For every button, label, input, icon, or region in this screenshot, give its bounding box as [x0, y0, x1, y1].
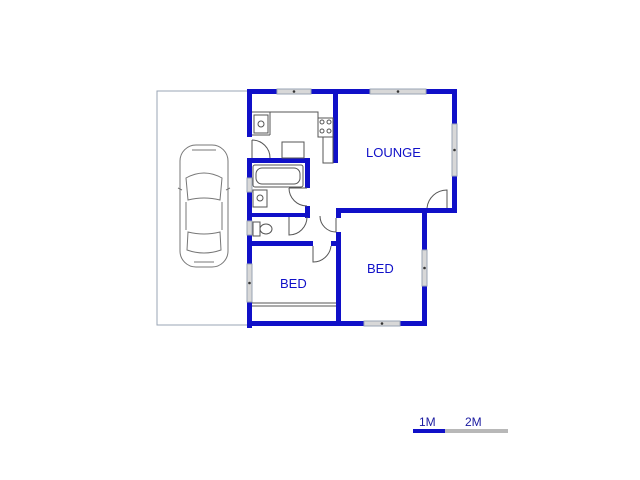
window-markers: [248, 90, 456, 325]
door-kitchen: [251, 139, 271, 159]
room-label-bed-left: BED: [280, 276, 307, 291]
walls: [247, 89, 457, 328]
room-label-lounge: LOUNGE: [366, 145, 421, 160]
bathroom-fittings: [252, 164, 304, 237]
wardrobe: [252, 302, 336, 307]
basin-icon: [252, 189, 268, 208]
door-bath: [288, 187, 308, 207]
door-lounge-exterior: [426, 189, 448, 209]
scale-label-2m: 2M: [465, 415, 482, 429]
sink-icon: [253, 114, 269, 134]
toilet-icon: [252, 221, 261, 237]
room-label-bed-right: BED: [367, 261, 394, 276]
door-left-bed: [312, 245, 332, 263]
doors: [251, 139, 448, 263]
window-bath: [246, 177, 253, 193]
scale-label-1m: 1M: [419, 415, 436, 429]
door-toilet: [288, 216, 308, 236]
scale-segment-1: [413, 429, 445, 433]
carport-outline: [156, 90, 248, 326]
window-toilet: [246, 220, 253, 236]
car-icon: [177, 144, 231, 268]
door-lounge-hall: [319, 215, 337, 233]
scale-bar: 1M 2M: [413, 415, 508, 433]
scale-segment-2: [445, 429, 508, 433]
bathtub-icon: [252, 164, 304, 188]
kitchen-fittings: [252, 111, 334, 164]
